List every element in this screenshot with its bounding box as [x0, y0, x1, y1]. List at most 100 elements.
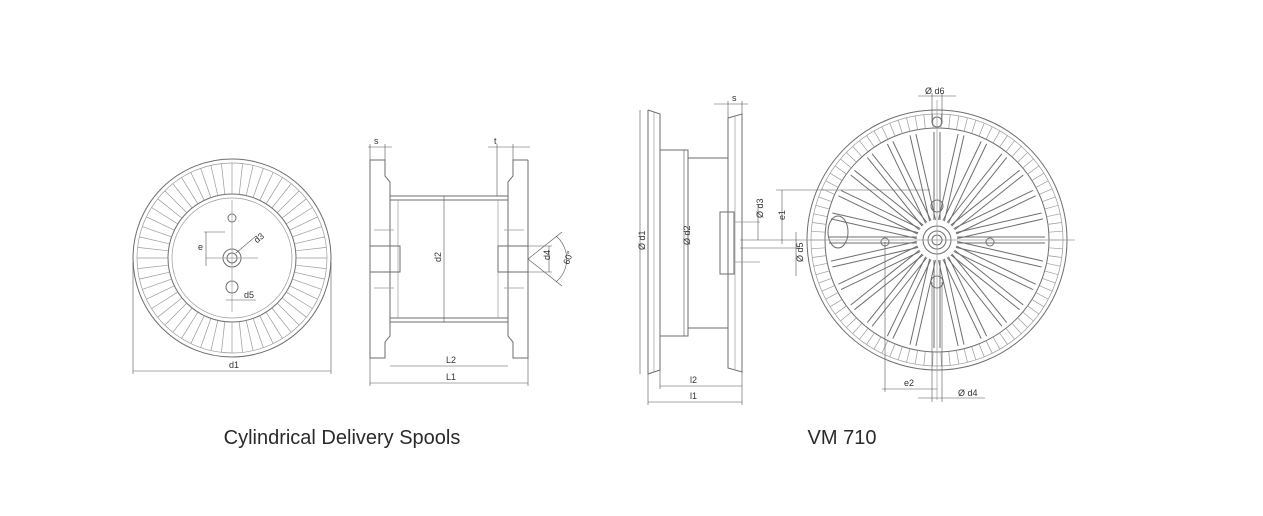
right-caption: VM 710: [808, 427, 877, 449]
tooth-line: [818, 277, 832, 284]
rib-line: [295, 264, 327, 269]
tooth-line: [866, 135, 875, 148]
spoke-line: [947, 143, 988, 224]
tooth-line: [889, 343, 896, 357]
rib-line: [245, 165, 254, 196]
spoke-line: [909, 135, 931, 222]
tooth-line: [897, 120, 903, 134]
spoke-line: [830, 241, 917, 262]
spoke-line: [942, 259, 982, 339]
tooth-line: [1044, 270, 1059, 276]
tooth-line: [825, 292, 839, 300]
right-d1-label: Ø d1: [637, 230, 647, 250]
tooth-line: [1046, 262, 1061, 267]
tooth-line: [1039, 188, 1053, 195]
spoke-line: [938, 260, 959, 347]
rib-line: [164, 303, 187, 326]
rib-line: [271, 183, 292, 209]
rib-line: [277, 190, 300, 213]
rib-line: [221, 321, 226, 353]
rib-line: [292, 278, 322, 290]
spoke-line: [957, 241, 1044, 262]
right-spool-teeth: [811, 114, 1063, 366]
spoke-line: [950, 254, 1020, 311]
tooth-line: [1011, 322, 1022, 334]
right-d6-label: Ø d6: [925, 86, 945, 96]
spoke-line: [886, 256, 927, 337]
rib-line: [286, 291, 313, 309]
tooth-line: [1042, 196, 1056, 203]
tooth-line: [999, 332, 1008, 345]
tooth-line: [1039, 285, 1053, 292]
tooth-line: [818, 196, 832, 203]
rib-line: [210, 320, 219, 351]
tooth-line: [1022, 158, 1034, 169]
tooth-line: [1005, 140, 1015, 152]
spoke-line: [955, 246, 1042, 268]
rib-line: [137, 264, 169, 269]
rib-line: [238, 163, 243, 195]
rib-line: [281, 297, 307, 318]
left-d5-label: d5: [244, 290, 254, 300]
left-caption: Cylindrical Delivery Spools: [224, 427, 461, 449]
rib-line: [294, 271, 325, 280]
tooth-line: [1027, 165, 1040, 175]
tooth-line: [1005, 328, 1015, 340]
spoke-line: [838, 245, 918, 285]
tooth-line: [811, 230, 826, 233]
tooth-line: [985, 340, 993, 354]
tooth-line: [1027, 305, 1040, 315]
spoke-line: [886, 143, 927, 224]
rib-line: [245, 320, 254, 351]
right-spool-front-view: Ø d6 e2 Ø d4: [800, 86, 1075, 402]
tooth-line: [834, 305, 847, 315]
rib-line: [181, 312, 199, 339]
tooth-line: [1046, 213, 1061, 218]
tooth-line: [992, 336, 1001, 350]
right-d3-label: Ø d3: [755, 198, 765, 218]
rib-line: [181, 177, 199, 204]
spoke-line: [956, 245, 1036, 285]
tooth-line: [821, 285, 835, 292]
spoke-line: [951, 157, 1008, 227]
rib-line: [271, 307, 292, 333]
rib-line: [259, 172, 274, 201]
rib-line: [294, 236, 325, 245]
spoke-line: [909, 258, 931, 345]
tooth-line: [963, 117, 968, 132]
tooth-line: [881, 126, 889, 140]
rib-line: [172, 307, 193, 333]
tooth-line: [859, 328, 869, 340]
tooth-line: [1042, 277, 1056, 284]
tooth-line: [840, 311, 852, 322]
rib-line: [157, 297, 183, 318]
tooth-line: [1031, 299, 1045, 308]
spoke-line: [954, 174, 1024, 231]
tooth-line: [923, 114, 926, 129]
tooth-line: [852, 322, 863, 334]
spoke-line: [951, 253, 1008, 323]
rib-line: [137, 247, 169, 252]
left-d4-label: d4: [542, 250, 552, 260]
tooth-line: [873, 336, 882, 350]
right-l2-label: l2: [690, 375, 697, 385]
rib-line: [281, 198, 307, 219]
tooth-line: [866, 332, 875, 345]
spoke-line: [953, 250, 1034, 291]
left-d1-label: d1: [229, 360, 239, 370]
spoke-line: [838, 195, 918, 235]
tooth-line: [985, 126, 993, 140]
spoke-line: [854, 254, 924, 311]
left-spool-side-view: s t d2 d4 60° L2 L1: [368, 136, 575, 386]
tooth-line: [956, 115, 960, 130]
tooth-line: [971, 346, 977, 360]
rib-line: [259, 315, 274, 344]
tooth-line: [963, 348, 968, 363]
spoke-line: [892, 141, 932, 221]
right-l1-label: l1: [690, 391, 697, 401]
rib-line: [142, 278, 172, 290]
tooth-line: [1035, 292, 1049, 300]
tooth-line: [1048, 247, 1063, 250]
